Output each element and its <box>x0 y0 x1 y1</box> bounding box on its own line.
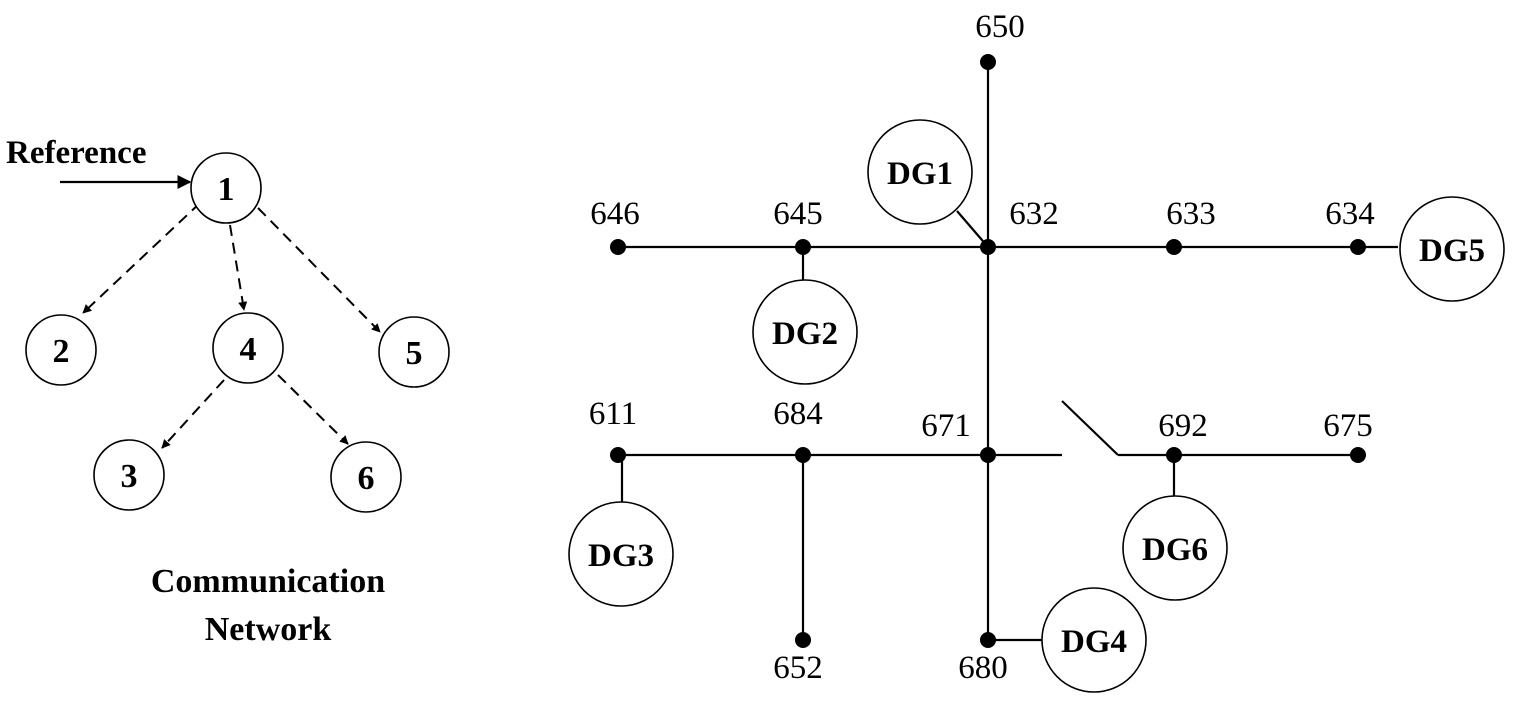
bus-label-645: 645 <box>773 196 823 232</box>
comm-node-label: 5 <box>406 335 423 372</box>
dg-label: DG2 <box>772 316 838 352</box>
bus-label-671: 671 <box>921 408 971 444</box>
communication-network: Reference 1 2 4 5 3 6 <box>6 135 450 648</box>
comm-link-4-3 <box>161 379 225 449</box>
bus-650-dot <box>980 54 996 70</box>
reference-label: Reference <box>6 135 146 171</box>
dg-label: DG6 <box>1142 532 1208 568</box>
dg2-unit: DG2 <box>752 279 858 385</box>
comm-node-1: 1 <box>190 152 262 224</box>
bus-label-646: 646 <box>590 196 640 232</box>
bus-label-680: 680 <box>958 650 1008 686</box>
power-network: 650 646 645 632 633 634 611 684 671 692 … <box>568 9 1505 693</box>
bus-684-dot <box>795 447 811 463</box>
bus-646-dot <box>610 239 626 255</box>
dg-label: DG1 <box>887 156 953 192</box>
comm-node-label: 1 <box>218 171 235 208</box>
bus-label-632: 632 <box>1009 196 1059 232</box>
bus-611-dot <box>610 447 626 463</box>
bus-645-dot <box>795 239 811 255</box>
bus-632-dot <box>980 239 996 255</box>
comm-node-label: 3 <box>121 458 138 495</box>
comm-link-1-2 <box>82 202 201 314</box>
dg5-unit: DG5 <box>1399 196 1505 302</box>
comm-link-1-4 <box>229 224 248 311</box>
comm-node-6: 6 <box>330 441 402 513</box>
bus-label-652: 652 <box>773 650 823 686</box>
dg-label: DG3 <box>588 538 654 574</box>
comm-node-4: 4 <box>212 312 284 384</box>
bus-label-633: 633 <box>1166 196 1216 232</box>
bus-label-650: 650 <box>975 9 1025 45</box>
comm-node-label: 4 <box>240 331 257 368</box>
bus-633-dot <box>1166 239 1182 255</box>
comm-node-2: 2 <box>25 314 97 386</box>
caption-line-1: Communication <box>151 563 385 600</box>
dg6-unit: DG6 <box>1122 495 1228 601</box>
bus-label-634: 634 <box>1325 196 1375 232</box>
bus-label-611: 611 <box>589 396 637 432</box>
comm-node-3: 3 <box>93 439 165 511</box>
bus-652-dot <box>795 632 811 648</box>
bus-692-dot <box>1166 447 1182 463</box>
bus-634-dot <box>1350 239 1366 255</box>
comm-link-4-6 <box>277 374 349 445</box>
dg1-unit: DG1 <box>867 119 973 225</box>
comm-node-label: 6 <box>358 460 375 497</box>
comm-node-5: 5 <box>378 316 450 388</box>
comm-link-1-5 <box>257 207 381 333</box>
bus-680-dot <box>980 632 996 648</box>
caption-line-2: Network <box>205 611 332 648</box>
bus-675-dot <box>1350 447 1366 463</box>
dg4-unit: DG4 <box>1041 587 1147 693</box>
dg-label: DG4 <box>1061 624 1127 660</box>
bus-label-692: 692 <box>1158 408 1208 444</box>
bus-label-684: 684 <box>773 396 823 432</box>
dg3-unit: DG3 <box>568 501 674 607</box>
comm-node-label: 2 <box>53 333 70 370</box>
dg-label: DG5 <box>1419 233 1485 269</box>
bus-671-dot <box>980 447 996 463</box>
bus-label-675: 675 <box>1323 408 1373 444</box>
switch-671-692 <box>1061 400 1119 456</box>
